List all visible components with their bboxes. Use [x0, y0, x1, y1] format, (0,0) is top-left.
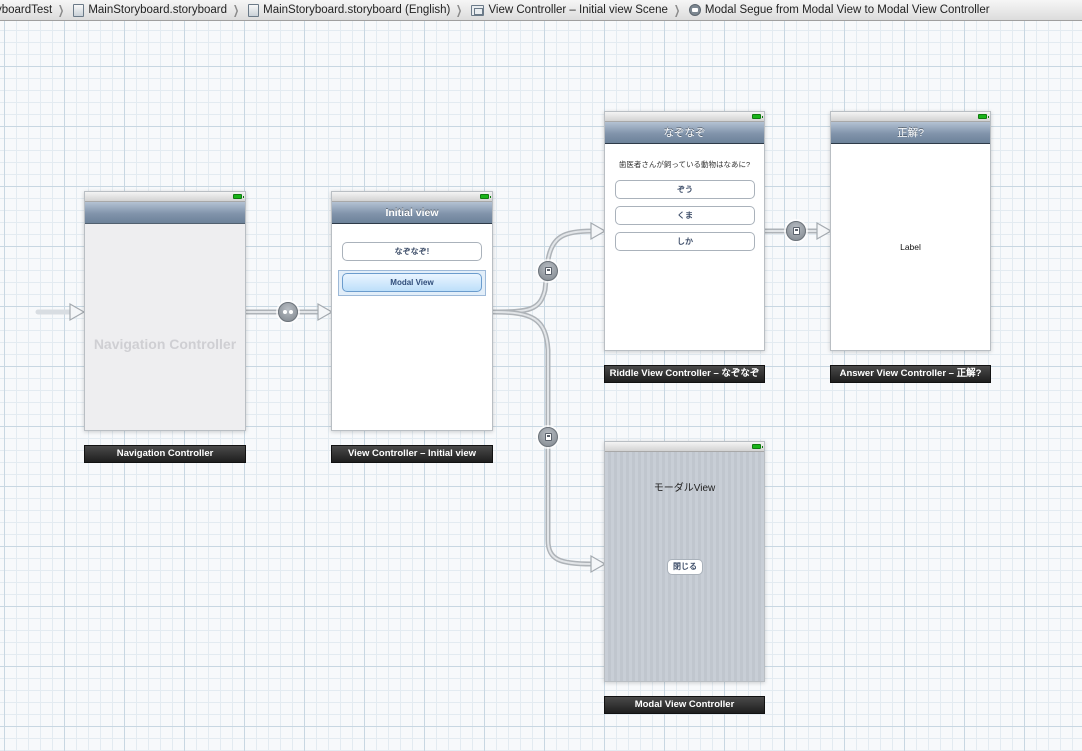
breadcrumb-segue[interactable]: Modal Segue from Modal View to Modal Vie…: [682, 0, 990, 20]
answer-label: Label: [900, 242, 921, 252]
modal-view-controller-label[interactable]: Modal View Controller: [604, 696, 765, 714]
root-view: なぞなぞ! Modal View: [332, 224, 492, 430]
status-bar: [831, 112, 990, 122]
breadcrumb-scene-label: View Controller – Initial view Scene: [488, 4, 668, 16]
segue-glyph-icon: [545, 433, 552, 441]
arrowhead: [590, 554, 607, 574]
answer-view-controller-scene[interactable]: 正解? Label: [830, 111, 991, 351]
status-bar: [605, 112, 764, 122]
navigation-bar-title: Initial view: [332, 202, 492, 224]
status-bar: [605, 442, 764, 452]
breadcrumb-storyboard[interactable]: MainStoryboard.storyboard ❯: [66, 0, 241, 20]
breadcrumb-scene[interactable]: View Controller – Initial view Scene ❯: [464, 0, 681, 20]
root-view: 歯医者さんが飼っている動物はなあに? ぞう くま しか: [605, 144, 764, 350]
battery-icon: [233, 194, 244, 199]
arrowhead: [816, 221, 833, 241]
segue-glyph-icon: [545, 267, 552, 275]
push-segue-icon[interactable]: [786, 221, 806, 241]
storyboard-file-icon: [73, 3, 85, 17]
modal-title-label: モーダルView: [653, 483, 716, 494]
status-bar: [85, 192, 245, 202]
riddle-button[interactable]: なぞなぞ!: [342, 242, 482, 261]
battery-icon: [752, 114, 763, 119]
riddle-view-controller-label[interactable]: Riddle View Controller – なぞなぞ: [604, 365, 765, 383]
breadcrumb-storyboard-label: MainStoryboard.storyboard: [88, 4, 228, 16]
jump-bar: yboardTest ❯ MainStoryboard.storyboard ❯…: [0, 0, 1082, 21]
navigation-bar-title: 正解?: [831, 122, 990, 144]
segue-glyph-icon: [793, 227, 800, 235]
riddle-view-controller-scene[interactable]: なぞなぞ 歯医者さんが飼っている動物はなあに? ぞう くま しか: [604, 111, 765, 351]
initial-view-controller-label[interactable]: View Controller – Initial view: [331, 445, 493, 463]
push-segue-icon[interactable]: [538, 261, 558, 281]
answer-button-zou[interactable]: ぞう: [615, 180, 755, 199]
arrowhead: [317, 302, 334, 322]
close-button[interactable]: 閉じる: [667, 559, 703, 575]
modal-segue-icon[interactable]: [538, 427, 558, 447]
chevron-right-icon: ❯: [456, 3, 463, 17]
modal-view-controller-scene[interactable]: モーダルView 閉じる: [604, 441, 765, 682]
breadcrumb-storyboard-english-label: MainStoryboard.storyboard (English): [263, 4, 451, 16]
riddle-question-label: 歯医者さんが飼っている動物はなあに?: [618, 160, 751, 169]
navigation-bar-title: なぞなぞ: [605, 122, 764, 144]
initial-view-controller-scene[interactable]: Initial view なぞなぞ! Modal View: [331, 191, 493, 431]
arrowhead: [590, 221, 607, 241]
navigation-controller-label[interactable]: Navigation Controller: [84, 445, 246, 463]
answer-button-kuma[interactable]: くま: [615, 206, 755, 225]
modal-view-button[interactable]: Modal View: [342, 273, 482, 292]
battery-icon: [978, 114, 989, 119]
battery-icon: [480, 194, 491, 199]
navigation-bar: [85, 202, 245, 224]
root-view: モーダルView 閉じる: [605, 452, 764, 681]
relationship-segue-icon[interactable]: [278, 302, 298, 322]
breadcrumb-storyboard-english[interactable]: MainStoryboard.storyboard (English) ❯: [241, 0, 464, 20]
scene-icon: [471, 4, 485, 16]
chevron-right-icon: ❯: [58, 3, 65, 17]
answer-view-controller-label[interactable]: Answer View Controller – 正解?: [830, 365, 991, 383]
breadcrumb-project-label: yboardTest: [0, 4, 53, 16]
root-view: Navigation Controller: [85, 224, 245, 430]
breadcrumb-segue-label: Modal Segue from Modal View to Modal Vie…: [704, 4, 990, 16]
storyboard-file-icon: [248, 3, 260, 17]
arrowhead: [69, 302, 86, 322]
chevron-right-icon: ❯: [233, 3, 240, 17]
battery-icon: [752, 444, 763, 449]
status-bar: [332, 192, 492, 202]
navigation-controller-scene[interactable]: Navigation Controller: [84, 191, 246, 431]
breadcrumb-project[interactable]: yboardTest ❯: [0, 0, 66, 20]
segue-icon: [688, 4, 701, 16]
answer-button-shika[interactable]: しか: [615, 232, 755, 251]
relationship-dots-icon: [283, 310, 293, 314]
navigation-controller-placeholder: Navigation Controller: [93, 336, 237, 352]
chevron-right-icon: ❯: [673, 3, 680, 17]
root-view: Label: [831, 144, 990, 350]
